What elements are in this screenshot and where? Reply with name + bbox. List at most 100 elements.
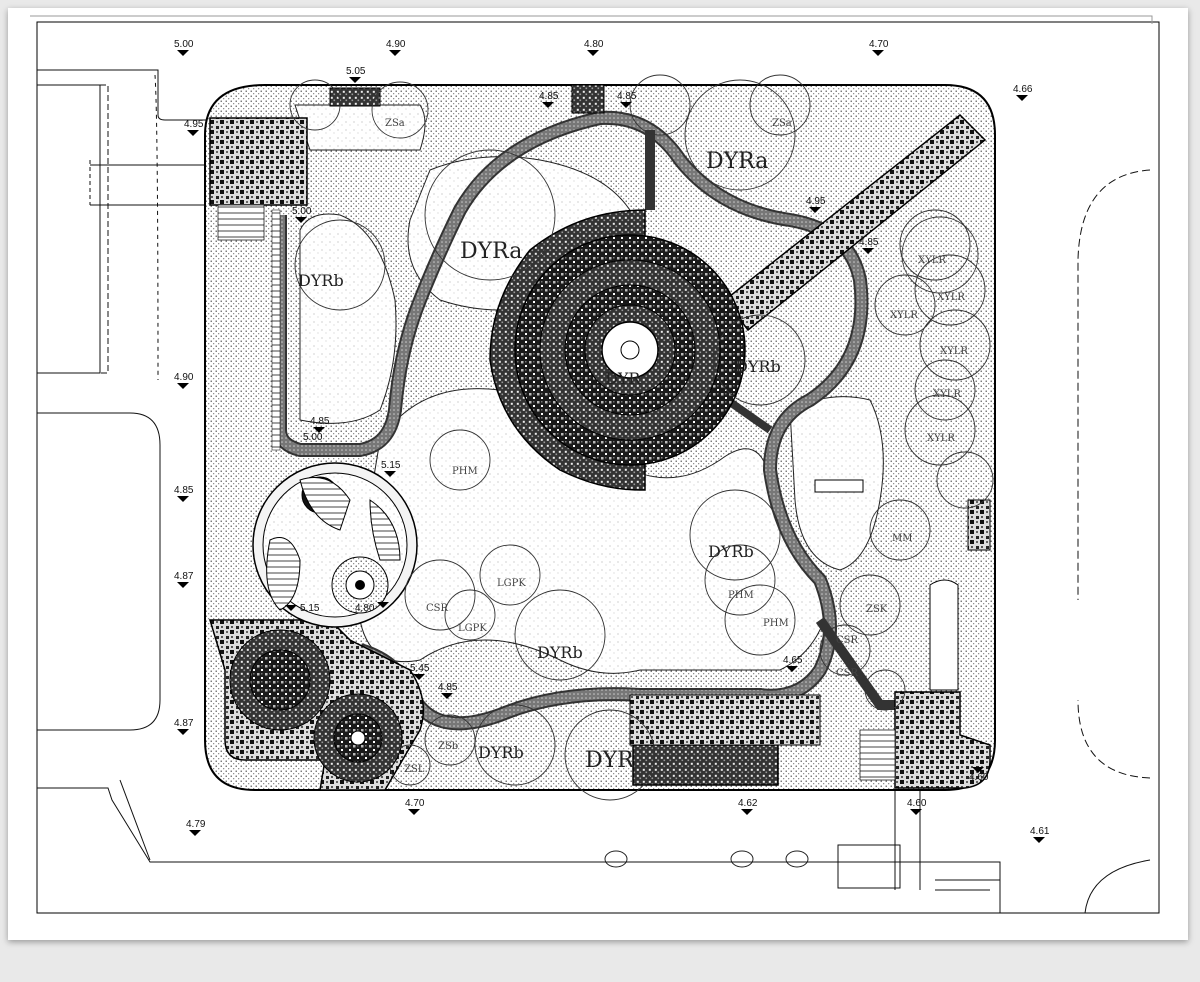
- svg-text:4.60: 4.60: [907, 798, 927, 809]
- elevation-marker: 4.61: [1030, 826, 1050, 843]
- elevation-marker: 4.85: [539, 91, 559, 108]
- svg-text:5.00: 5.00: [303, 432, 323, 443]
- bottom-ovals: [604, 850, 809, 868]
- elevation-marker: 4.85: [438, 682, 458, 699]
- elevation-marker: 4.65: [783, 655, 803, 672]
- plant-label: XYLR: [927, 433, 955, 444]
- drawing-sheet: DYRa DYRa DYRb DYRb DYRb DYRb DYRb DYR D…: [8, 8, 1188, 940]
- svg-text:4.70: 4.70: [869, 39, 889, 50]
- elevation-marker: 4.85: [617, 91, 637, 108]
- elevation-marker: 4.85: [310, 416, 330, 433]
- svg-text:4.70: 4.70: [405, 798, 425, 809]
- elevation-marker: 4.66: [1013, 84, 1033, 101]
- plant-label: DYRb: [708, 542, 754, 561]
- elevation-marker: 5.15: [285, 603, 320, 614]
- elevation-marker: 4.79: [186, 819, 206, 836]
- elevation-marker: 4.60: [969, 767, 989, 783]
- path-branches: [645, 130, 900, 710]
- svg-text:4.60: 4.60: [969, 772, 989, 783]
- elevation-marker: 5.00: [303, 432, 323, 443]
- plant-label: DYRb: [298, 271, 344, 290]
- svg-text:4.65: 4.65: [783, 655, 803, 666]
- planter-e: [929, 579, 959, 691]
- svg-text:4.87: 4.87: [174, 571, 194, 582]
- svg-text:4.85: 4.85: [174, 485, 194, 496]
- paving-n2: [571, 84, 605, 114]
- plant-label: DYRa: [460, 239, 522, 264]
- plant-label: DYRb: [537, 643, 583, 662]
- elevation-marker: 4.95: [184, 119, 204, 136]
- paving-s2: [629, 694, 821, 746]
- elevation-marker: 4.87: [174, 718, 194, 735]
- svg-text:4.62: 4.62: [738, 798, 758, 809]
- elevation-marker: 4.90: [386, 39, 406, 56]
- elevation-marker: 4.90: [174, 372, 194, 389]
- plant-label: ZSL: [404, 764, 425, 775]
- plant-label: ZSK: [866, 604, 888, 615]
- svg-text:4.85: 4.85: [539, 91, 559, 102]
- plant-label: DYR: [605, 369, 641, 388]
- svg-text:4.90: 4.90: [174, 372, 194, 383]
- elevation-marker: 4.85: [174, 485, 194, 502]
- paving-n1: [329, 87, 381, 107]
- plant-label: XYLR: [937, 292, 965, 303]
- svg-text:4.79: 4.79: [186, 819, 206, 830]
- tree-canopies: [289, 74, 994, 801]
- plant-label: CSR: [836, 635, 859, 646]
- north-west-lawn: [294, 104, 426, 151]
- elevation-marker: 5.00: [292, 206, 312, 223]
- plant-label: CSR: [836, 668, 859, 679]
- main-path: [275, 112, 867, 729]
- elevation-marker: 4.70: [869, 39, 889, 56]
- svg-text:4.85: 4.85: [617, 91, 637, 102]
- elevation-marker: 4.70: [405, 798, 425, 815]
- context-linework: [30, 15, 1153, 914]
- central-plaza: [489, 209, 746, 491]
- elevation-marker: 5.15: [381, 460, 401, 477]
- west-strip: [271, 209, 281, 451]
- svg-text:4.95: 4.95: [184, 119, 204, 130]
- elevation-marker: 5.05: [346, 66, 366, 83]
- plant-label: LGPK: [458, 623, 487, 634]
- plant-label: DYRa: [706, 149, 768, 174]
- elevation-marker: 4.60: [907, 798, 927, 815]
- plant-label: ZSa: [772, 118, 792, 129]
- plant-label: PHM: [763, 618, 789, 629]
- site-plan-drawing: DYRa DYRa DYRb DYRb DYRb DYRb DYRb DYR D…: [30, 15, 1160, 914]
- svg-text:5.00: 5.00: [292, 206, 312, 217]
- plant-label: XYLR: [918, 255, 946, 266]
- svg-text:5.15: 5.15: [300, 603, 320, 614]
- steps-se: [859, 729, 896, 781]
- svg-text:4.80: 4.80: [355, 603, 375, 614]
- plant-label: XYLR: [940, 346, 968, 357]
- plant-label: XYLR: [933, 389, 961, 400]
- paving-e: [967, 499, 991, 551]
- elevation-marker: 4.85: [859, 237, 879, 254]
- elevation-marker: 5.45: [410, 663, 430, 680]
- plant-label: LGPK: [497, 578, 526, 589]
- paving-nw: [209, 117, 308, 206]
- spot-elevations: 5.00 4.90 4.80 4.70 4.66 5.05 4.95 4.85 …: [174, 39, 1050, 843]
- paving-se: [894, 691, 991, 789]
- svg-text:5.45: 5.45: [410, 663, 430, 674]
- elevation-marker: 5.00: [174, 39, 194, 56]
- svg-text:5.05: 5.05: [346, 66, 366, 77]
- paving-s: [632, 744, 779, 786]
- plant-label: XYLR: [890, 310, 918, 321]
- circular-garden: [252, 462, 418, 628]
- plant-label: DYRb: [735, 357, 781, 376]
- svg-text:5.15: 5.15: [381, 460, 401, 471]
- plant-label: MM: [892, 533, 912, 544]
- plant-label: ZSb: [438, 741, 458, 752]
- svg-text:4.87: 4.87: [174, 718, 194, 729]
- drawing-frame: [36, 21, 1160, 914]
- svg-text:4.61: 4.61: [1030, 826, 1050, 837]
- elevation-marker: 4.62: [738, 798, 758, 815]
- elevation-marker: 4.87: [174, 571, 194, 588]
- svg-text:4.66: 4.66: [1013, 84, 1033, 95]
- svg-text:4.85: 4.85: [310, 416, 330, 427]
- svg-text:4.95: 4.95: [806, 196, 826, 207]
- steps-nw: [217, 204, 265, 241]
- svg-text:4.85: 4.85: [859, 237, 879, 248]
- plant-label: DYRb: [478, 743, 524, 762]
